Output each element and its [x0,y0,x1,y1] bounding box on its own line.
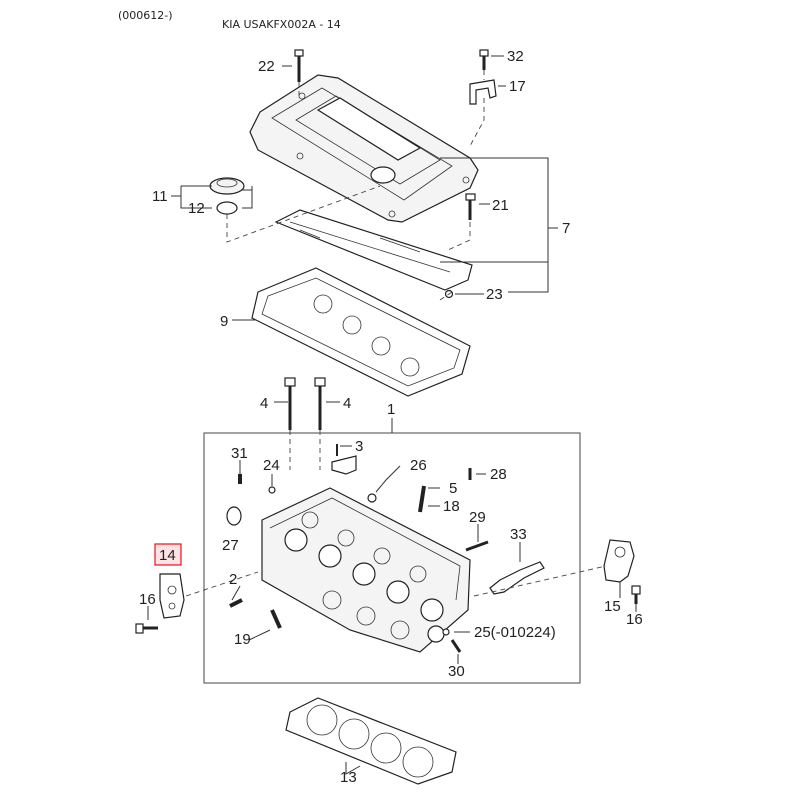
callout-4-right: 4 [343,395,351,412]
callout-32: 32 [507,48,524,65]
callout-14: 14 [159,547,176,564]
callout-23: 23 [486,286,503,303]
baffle-plate [274,209,473,291]
pipe-33 [489,561,545,595]
callout-15: 15 [604,598,621,615]
callout-16-right: 16 [626,611,643,628]
cover-plate-14 [159,573,185,619]
callout-30: 30 [448,663,465,680]
diagram-title: KIA USAKFX002A - 14 [222,18,341,31]
plug-27 [226,506,242,526]
callout-29: 29 [469,509,486,526]
valve-19 [270,609,282,629]
callout-1: 1 [387,401,395,418]
bolt-22 [294,49,304,82]
callout-12: 12 [188,200,205,217]
callout-18: 18 [443,498,460,515]
cap-gasket [216,201,238,215]
callout-9: 9 [220,313,228,330]
callout-7: 7 [562,220,570,237]
callout-16-left: 16 [139,591,156,608]
bolt-16-left [135,623,158,634]
stud-30 [450,639,462,653]
head-bolt-right [314,377,326,430]
head-bolt-left [284,377,296,430]
cover-plate-15 [603,539,635,583]
callout-21: 21 [492,197,509,214]
cylinder-head [261,487,471,653]
callout-22: 22 [258,58,275,75]
callout-2: 2 [229,571,237,588]
callout-11: 11 [152,188,168,205]
callout-31: 31 [231,445,248,462]
callout-25: 25(-010224) [474,624,556,641]
callout-27: 27 [222,537,239,554]
plug-25 [442,628,450,636]
callout-24: 24 [263,457,280,474]
callout-5: 5 [449,480,457,497]
callout-13: 13 [340,769,357,786]
callout-28: 28 [490,466,507,483]
highlight-box-14 [154,543,182,566]
callout-4-left: 4 [260,395,268,412]
head-gasket [285,697,457,785]
callout-26: 26 [410,457,427,474]
bolt-32 [479,49,489,70]
callout-33: 33 [510,526,527,543]
cover-gasket [251,267,471,397]
plug-26 [367,493,377,503]
bolt-21 [465,193,476,220]
diagram-code: (000612-) [118,9,173,22]
callout-19: 19 [234,631,251,648]
clip-17 [469,79,497,105]
oil-filler-cap [209,177,245,195]
stud-2 [229,598,243,608]
cam-cap [331,455,357,475]
callout-17: 17 [509,78,526,95]
plug-24 [268,486,276,494]
stud-29 [465,540,489,552]
bolt-16-right [631,585,641,604]
stud-18 [418,485,426,513]
rocker-cover [249,74,479,223]
callout-3: 3 [355,438,363,455]
